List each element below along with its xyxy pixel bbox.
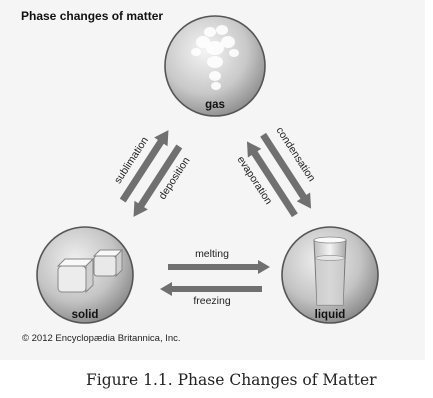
deposition-arrow [133, 144, 183, 217]
condensation-arrow [260, 132, 312, 209]
phase-diagram: gas solid liquid [36, 15, 379, 324]
melting-arrow [168, 260, 270, 274]
copyright-notice: © 2012 Encyclopædia Britannica, Inc. [22, 333, 181, 344]
liquid-label: liquid [315, 309, 346, 321]
solid-state: solid [36, 226, 134, 324]
melting-label: melting [195, 248, 229, 260]
sublimation-arrow [119, 130, 169, 203]
solid-label: solid [72, 309, 99, 321]
glass-of-water-icon [313, 236, 347, 306]
gas-cloud-icon [191, 25, 239, 90]
gas-label: gas [205, 99, 225, 111]
condensation-label: condensation [273, 125, 317, 184]
liquid-state: liquid [281, 226, 379, 324]
ice-cubes-icon [56, 248, 124, 294]
figure-caption: Figure 1.1. Phase Changes of Matter [86, 371, 377, 389]
freezing-label: freezing [193, 295, 231, 307]
freezing-arrow [160, 282, 262, 296]
diagram-title: Phase changes of matter [21, 9, 164, 23]
evaporation-arrow [246, 141, 298, 218]
gas-state: gas [164, 15, 266, 117]
